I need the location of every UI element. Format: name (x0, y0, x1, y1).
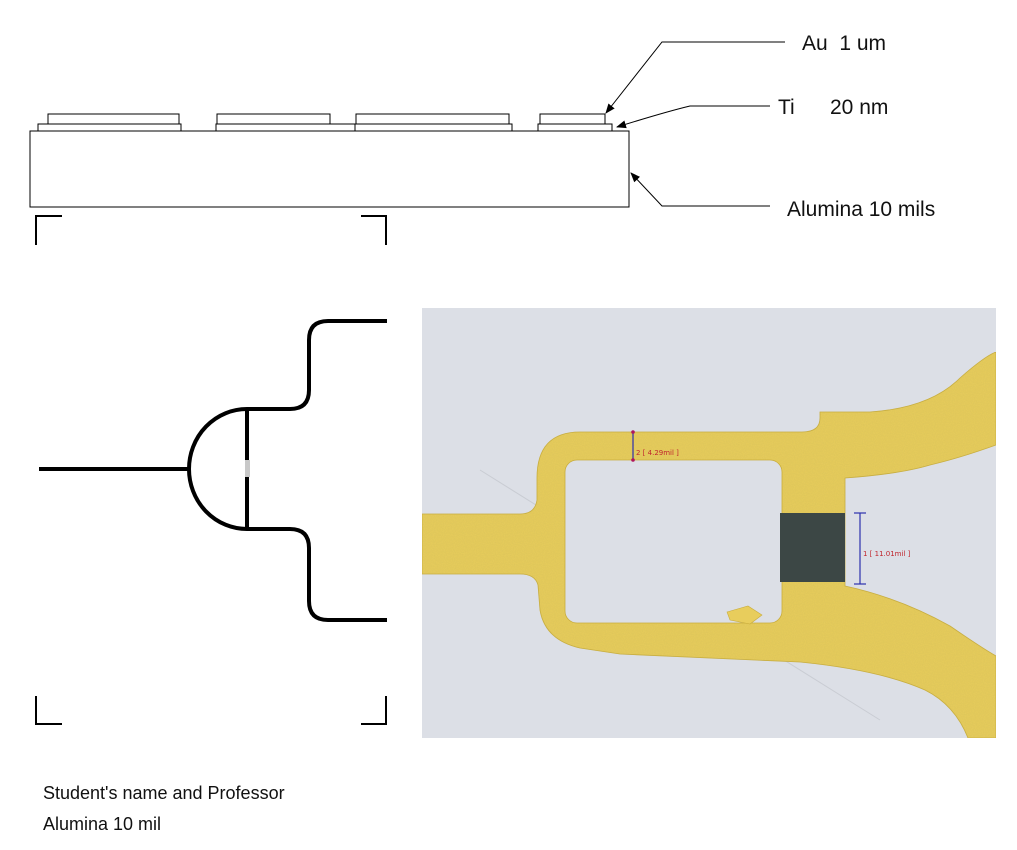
window-cutout (564, 459, 783, 624)
alumina-leader-arrow (630, 172, 770, 207)
au-layer-4 (539, 113, 606, 125)
label-alumina: Alumina 10 mils (787, 198, 935, 221)
measure-2-dot-top (631, 430, 635, 434)
ti-layer-1 (37, 123, 182, 132)
crop-mark-top-right (361, 215, 387, 245)
label-ti-symbol: Ti (778, 96, 795, 119)
cross-section (29, 113, 630, 208)
schematic-layout (39, 319, 387, 622)
crop-mark-bottom-left (35, 696, 62, 725)
measure-2-label: 2 [ 4.29mil ] (636, 449, 679, 457)
au-layer-1 (47, 113, 180, 125)
alumina-substrate (29, 130, 630, 208)
au-layer-3 (355, 113, 510, 125)
label-ti-thickness: 20 nm (830, 96, 888, 119)
measure-2-dot-bottom (631, 458, 635, 462)
gold-fragment (726, 605, 763, 625)
au-leader-arrow (605, 41, 785, 114)
crop-marks (35, 215, 387, 725)
semicircle-junction (187, 407, 248, 531)
au-layer-2 (216, 113, 331, 125)
caption-line-1: Student's name and Professor (43, 783, 285, 803)
upper-arm (247, 319, 387, 411)
crop-mark-bottom-right (361, 696, 387, 725)
ti-layer-4 (537, 123, 613, 132)
leader-lines (605, 41, 785, 207)
measurement-1: 1 [ 11.01mil ] (854, 512, 911, 585)
lower-arm (247, 527, 387, 622)
crop-mark-top-left (35, 215, 62, 245)
measure-1-label: 1 [ 11.01mil ] (863, 550, 911, 558)
measurement-2: 2 [ 4.29mil ] (631, 430, 679, 462)
resistor-gap (245, 460, 250, 477)
ti-layer-2 (215, 123, 356, 132)
caption-line-2: Alumina 10 mil (43, 814, 162, 834)
ti-leader-arrow (616, 105, 770, 129)
label-au: Au 1 um (802, 32, 886, 55)
ti-layer-3 (354, 123, 513, 132)
micrograph: 2 [ 4.29mil ] 1 [ 11.01mil ] (422, 308, 996, 738)
resistor-film (780, 513, 845, 582)
